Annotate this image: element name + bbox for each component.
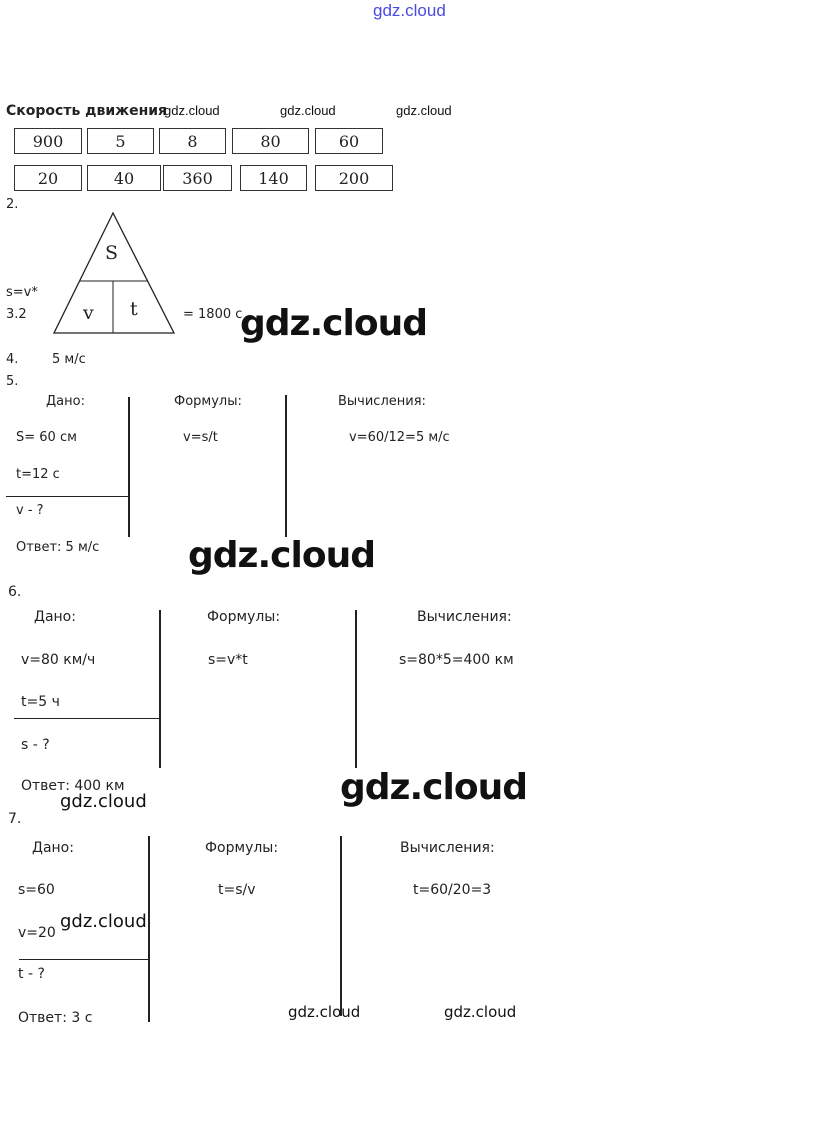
- watermark: gdz.cloud: [444, 1003, 517, 1021]
- calculation: v=60/12=5 м/с: [349, 430, 450, 445]
- task-number: 5.: [6, 374, 19, 389]
- table-cell: 8: [159, 128, 226, 154]
- given-item: t=12 с: [16, 467, 60, 482]
- calculation: t=60/20=3: [413, 882, 492, 898]
- watermark: gdz.cloud: [280, 103, 336, 118]
- table-cell: 20: [14, 165, 82, 191]
- table-cell: 60: [315, 128, 383, 154]
- answer: Ответ: 400 км: [21, 778, 125, 794]
- table-cell: 200: [315, 165, 393, 191]
- table-cell: 360: [163, 165, 232, 191]
- watermark: gdz.cloud: [240, 303, 428, 344]
- given-item: v=80 км/ч: [21, 652, 96, 668]
- watermark: gdz.cloud: [60, 791, 147, 812]
- formula: s=v*t: [208, 652, 248, 668]
- calculation: s=80*5=400 км: [399, 652, 514, 668]
- formula: t=s/v: [218, 882, 256, 898]
- task-number: 6.: [8, 584, 22, 600]
- calc-heading: Вычисления:: [338, 394, 426, 409]
- answer: = 1800 с: [183, 307, 243, 322]
- find-item: s - ?: [21, 737, 50, 753]
- watermark: gdz.cloud: [164, 103, 220, 118]
- watermark: gdz.cloud: [60, 911, 147, 932]
- divider: [148, 836, 150, 1022]
- formulas-heading: Формулы:: [174, 394, 242, 409]
- table-cell: 80: [232, 128, 309, 154]
- page-title: Скорость движения: [6, 103, 168, 119]
- formula-text: s=v*: [6, 285, 38, 300]
- formula-triangle: [52, 211, 176, 334]
- table-cell: 900: [14, 128, 82, 154]
- divider: [355, 610, 357, 768]
- task-number: 4.: [6, 352, 19, 367]
- given-item: v=20: [18, 925, 56, 941]
- divider: [19, 959, 149, 960]
- watermark: gdz.cloud: [188, 535, 376, 576]
- formula: v=s/t: [183, 430, 218, 445]
- given-item: t=5 ч: [21, 694, 60, 710]
- given-heading: Дано:: [32, 840, 74, 856]
- task-number: 2.: [6, 197, 19, 212]
- divider: [128, 397, 130, 537]
- answer: 5 м/с: [52, 352, 86, 367]
- given-heading: Дано:: [46, 394, 85, 409]
- divider: [6, 496, 130, 497]
- divider: [285, 395, 287, 537]
- triangle-t: t: [130, 298, 138, 320]
- formulas-heading: Формулы:: [205, 840, 279, 856]
- calc-heading: Вычисления:: [417, 609, 512, 625]
- task-number: 3.2: [6, 307, 27, 322]
- header-watermark-link[interactable]: gdz.cloud: [373, 1, 446, 20]
- formulas-heading: Формулы:: [207, 609, 281, 625]
- calc-heading: Вычисления:: [400, 840, 495, 856]
- table-cell: 40: [87, 165, 161, 191]
- divider: [14, 718, 160, 719]
- given-item: s=60: [18, 882, 55, 898]
- triangle-s: S: [105, 242, 119, 264]
- watermark: gdz.cloud: [396, 103, 452, 118]
- answer: Ответ: 3 с: [18, 1010, 93, 1026]
- table-cell: 5: [87, 128, 154, 154]
- divider: [340, 836, 342, 1016]
- find-item: v - ?: [16, 503, 44, 518]
- given-heading: Дано:: [34, 609, 76, 625]
- triangle-v: v: [83, 302, 94, 324]
- answer: Ответ: 5 м/с: [16, 540, 100, 555]
- divider: [159, 610, 161, 768]
- find-item: t - ?: [18, 966, 45, 982]
- watermark: gdz.cloud: [288, 1003, 361, 1021]
- given-item: S= 60 см: [16, 430, 77, 445]
- task-number: 7.: [8, 811, 22, 827]
- watermark: gdz.cloud: [340, 767, 528, 808]
- table-cell: 140: [240, 165, 307, 191]
